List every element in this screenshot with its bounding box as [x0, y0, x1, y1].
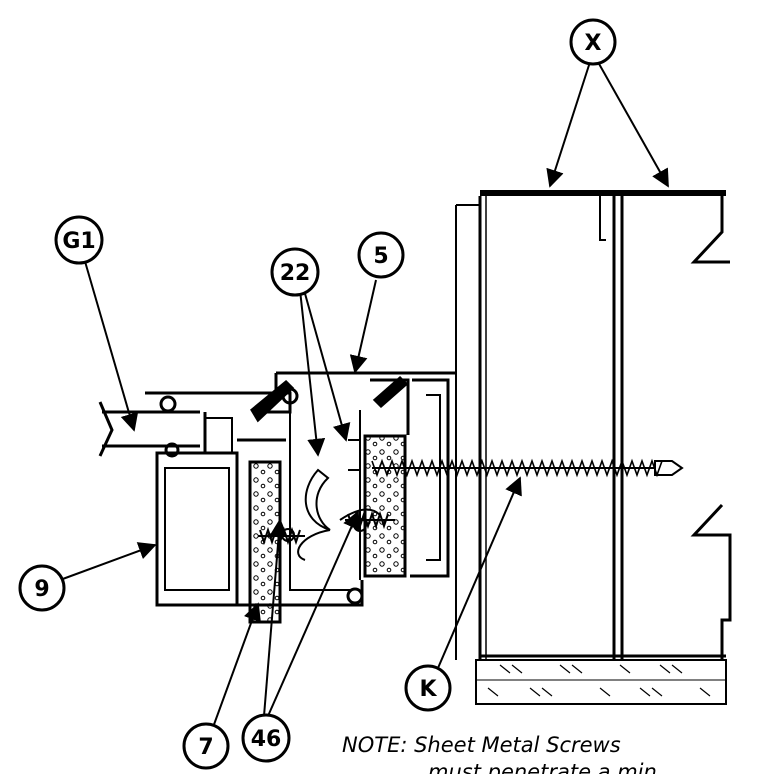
callout-9: 9	[18, 564, 66, 612]
callout-x-label: X	[585, 31, 602, 56]
callout-5-label: 5	[373, 244, 388, 269]
callout-7-label: 7	[198, 735, 213, 760]
callout-g1: G1	[54, 215, 104, 265]
anchor-screw	[371, 458, 684, 478]
callout-9-label: 9	[34, 577, 49, 602]
concrete-base	[475, 659, 727, 705]
callout-x: X	[569, 18, 617, 66]
note-line-1: NOTE: Sheet Metal Screws	[342, 733, 621, 757]
callout-22-label: 22	[280, 261, 311, 286]
leader-lines	[59, 61, 669, 731]
right-frame-profile	[348, 375, 450, 580]
center-profile	[235, 371, 456, 624]
callout-k: K	[404, 664, 452, 712]
note-line-2: must penetrate a min.	[428, 760, 663, 774]
callout-g1-label: G1	[62, 229, 95, 254]
callout-k-label: K	[419, 677, 437, 702]
callout-46-label: 46	[251, 727, 282, 752]
callout-22: 22	[270, 247, 320, 297]
callout-7: 7	[182, 722, 230, 770]
glass-lite	[98, 395, 200, 458]
screw-note: NOTE: Sheet Metal Screws must penetrate …	[342, 733, 663, 774]
callout-46: 46	[241, 713, 291, 763]
callout-5: 5	[357, 231, 405, 279]
steel-substrate	[455, 190, 732, 660]
